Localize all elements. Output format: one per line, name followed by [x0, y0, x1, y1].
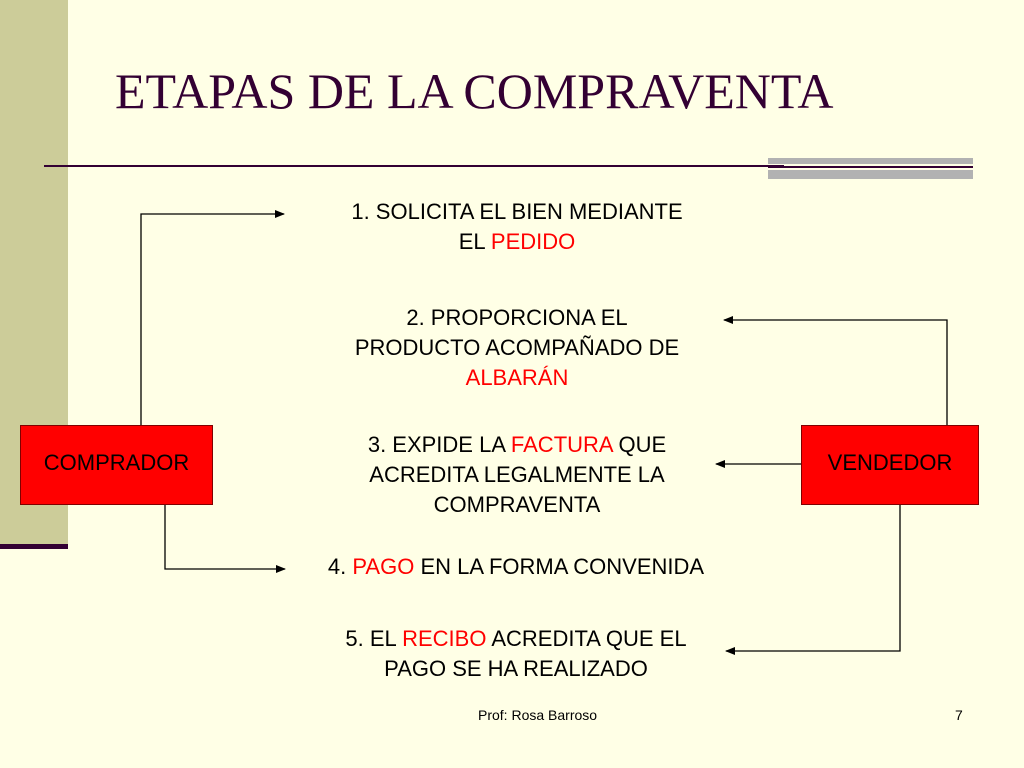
step-5-line-2: PAGO SE HA REALIZADO [384, 656, 648, 681]
recibo-keyword: RECIBO [402, 626, 487, 651]
step-3: 3. EXPIDE LA FACTURA QUE ACREDITA LEGALM… [310, 430, 724, 520]
step-4-text: EN LA FORMA CONVENIDA [414, 554, 705, 579]
step-2-line-2: PRODUCTO ACOMPAÑADO DE [354, 335, 680, 360]
step-2: 2. PROPORCIONA EL PRODUCTO ACOMPAÑADO DE… [310, 303, 724, 393]
step-1: 1. SOLICITA EL BIEN MEDIANTE EL PEDIDO [310, 197, 724, 257]
step-3-line-2: ACREDITA LEGALMENTE LA [369, 462, 665, 487]
decorative-bar [768, 158, 973, 164]
pago-keyword: PAGO [352, 554, 415, 579]
page-number: 7 [955, 707, 963, 723]
title-rule [44, 165, 784, 167]
step-4-text: 4. [327, 554, 353, 579]
step-4-line-1: 4. PAGO EN LA FORMA CONVENIDA [290, 552, 742, 582]
step-3-line-3: COMPRAVENTA [433, 492, 601, 517]
step-5-text: 5. EL [345, 626, 403, 651]
albaran-keyword: ALBARÁN [465, 365, 569, 390]
vendedor-box: VENDEDOR [801, 425, 979, 505]
step-1-line-2: EL PEDIDO [310, 227, 724, 257]
slide-title: ETAPAS DE LA COMPRAVENTA [115, 63, 834, 119]
footer-author: Prof: Rosa Barroso [478, 707, 598, 723]
step-4: 4. PAGO EN LA FORMA CONVENIDA [290, 552, 742, 582]
pedido-keyword: PEDIDO [490, 229, 576, 254]
arrow-step-4 [164, 505, 286, 573]
comprador-label: COMPRADOR [43, 450, 190, 475]
left-accent-underline [0, 544, 68, 549]
step-2-line-1: 2. PROPORCIONA EL [406, 305, 628, 330]
step-1-line-1: 1. SOLICITA EL BIEN MEDIANTE [351, 199, 683, 224]
factura-keyword: FACTURA [510, 432, 613, 457]
arrow-step-2 [723, 316, 948, 425]
step-3-text: 3. EXPIDE LA [367, 432, 511, 457]
vendedor-label: VENDEDOR [827, 450, 953, 475]
step-5-line-1: 5. EL RECIBO ACREDITA QUE EL [300, 624, 732, 654]
step-3-line-1: 3. EXPIDE LA FACTURA QUE [310, 430, 724, 460]
arrow-step-5 [725, 505, 901, 655]
step-5-text: ACREDITA QUE EL [486, 626, 687, 651]
decorative-bar [768, 170, 973, 179]
step-1-text: EL [458, 229, 491, 254]
decorative-bar-line [768, 166, 973, 168]
comprador-box: COMPRADOR [20, 425, 213, 505]
step-5: 5. EL RECIBO ACREDITA QUE EL PAGO SE HA … [300, 624, 732, 684]
step-3-text: QUE [612, 432, 667, 457]
arrow-step-1 [140, 210, 285, 425]
